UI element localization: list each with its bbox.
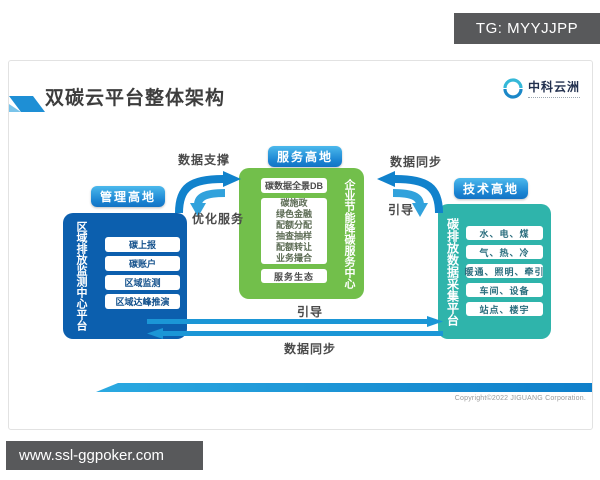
list-item: 区域监测 xyxy=(105,275,180,290)
arrow-label-data-sync-top: 数据同步 xyxy=(389,155,442,169)
service-list-panel: 碳施政 绿色金融 配额分配 抽查抽样 配额转让 业务撮合 xyxy=(261,198,327,264)
tg-badge: TG: MYYJJPP xyxy=(454,13,600,44)
label-management-highland: 管理高地 xyxy=(91,186,165,207)
list-item: 暖通、照明、牵引 xyxy=(465,264,544,278)
data-collection-title: 碳排放数据采集平台 xyxy=(445,217,460,326)
list-item: 碳账户 xyxy=(105,256,180,271)
data-collection-box: 碳排放数据采集平台 水、电、煤 气、热、冷 暖通、照明、牵引 车间、设备 站点、… xyxy=(438,204,551,339)
curved-arrow-left-pair-icon xyxy=(175,171,241,217)
watermark-url: www.ssl-ggpoker.com xyxy=(6,441,203,470)
list-item: 车间、设备 xyxy=(466,283,543,297)
list-item: 碳上报 xyxy=(105,237,180,252)
logo-text: 中科云洲 xyxy=(527,80,580,94)
management-platform-title: 区域排放监测中心平台 xyxy=(75,221,87,331)
list-item: 配额转让 xyxy=(275,242,312,252)
list-item: 抽查抽样 xyxy=(275,231,312,241)
list-item: 区域达峰推演 xyxy=(105,294,180,309)
list-item: 气、热、冷 xyxy=(466,245,543,259)
collection-item-list: 水、电、煤 气、热、冷 暖通、照明、牵引 车间、设备 站点、楼宇 xyxy=(465,226,544,316)
arrow-label-data-support: 数据支撑 xyxy=(177,153,230,167)
list-item: 水、电、煤 xyxy=(466,226,543,240)
list-item: 碳施政 xyxy=(280,198,308,208)
curved-arrow-right-pair-icon xyxy=(377,171,443,217)
logo-tagline xyxy=(527,97,580,98)
management-item-list: 碳上报 碳账户 区域监测 区域达峰推演 xyxy=(105,237,180,309)
list-item: 配额分配 xyxy=(275,220,312,230)
copyright-text: Copyright©2022 JIGUANG Corporation. xyxy=(454,395,586,402)
service-center-title: 企业节能降碳服务中心 xyxy=(343,178,355,289)
management-platform-box: 区域排放监测中心平台 碳上报 碳账户 区域监测 区域达峰推演 xyxy=(63,213,187,339)
list-item: 绿色金融 xyxy=(275,209,312,219)
list-item: 站点、楼宇 xyxy=(466,302,543,316)
label-technology-highland: 技术高地 xyxy=(454,178,528,199)
arrow-label-optimize-service: 优化服务 xyxy=(191,212,244,226)
title-marker-icon xyxy=(9,96,45,112)
service-eco-panel: 服务生态 xyxy=(261,269,327,283)
arrow-label-data-sync-bottom: 数据同步 xyxy=(283,342,336,356)
arrow-label-guide-bottom: 引导 xyxy=(296,305,323,319)
slide: 双碳云平台整体架构 中科云洲 管理高地 区域排放监测中心平台 碳上报 碳账户 区… xyxy=(8,60,593,430)
logo: 中科云洲 xyxy=(502,77,580,99)
page-title: 双碳云平台整体架构 xyxy=(45,88,226,109)
arrow-label-guide-top: 引导 xyxy=(387,203,414,217)
list-item: 业务撮合 xyxy=(275,253,312,263)
label-service-highland: 服务高地 xyxy=(268,146,342,167)
service-center-box: 企业节能降碳服务中心 碳数据全景DB 碳施政 绿色金融 配额分配 抽查抽样 配额… xyxy=(239,168,364,299)
horizontal-arrow-pair-icon xyxy=(147,316,443,339)
carbon-db-panel: 碳数据全景DB xyxy=(261,178,327,193)
logo-swirl-icon xyxy=(503,78,523,99)
bottom-accent-bar xyxy=(96,383,592,392)
